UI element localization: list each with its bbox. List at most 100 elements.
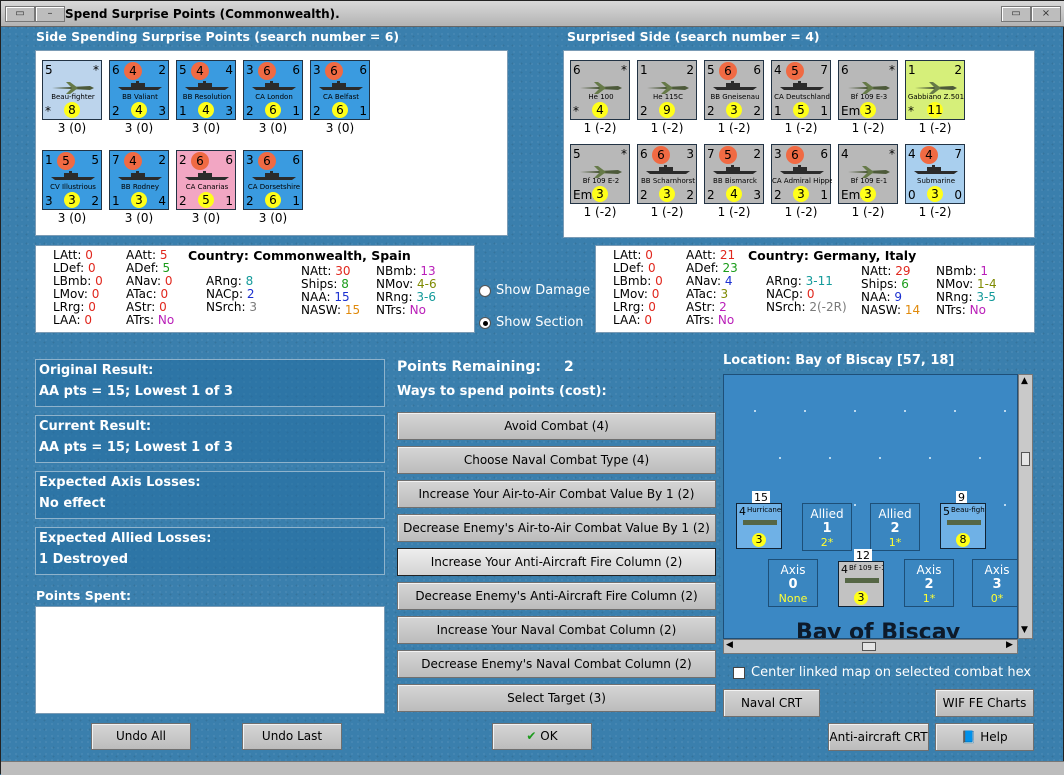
show-section-radio[interactable]: [479, 317, 491, 329]
unit-top-right: 2: [686, 63, 694, 77]
center-linked-checkbox[interactable]: [733, 667, 745, 679]
spend-option-button[interactable]: Increase Your Anti-Aircraft Fire Column …: [397, 548, 716, 576]
window-menu-icon[interactable]: ▭: [5, 6, 35, 22]
hex-sub: None: [778, 592, 808, 605]
restore-icon[interactable]: ▭: [1001, 6, 1031, 22]
unit-top-right: 2: [158, 63, 166, 77]
scroll-left-arrow-icon[interactable]: ◀: [726, 640, 733, 650]
stat-label: NRng:: [936, 290, 977, 304]
unit-top-left: 4: [774, 63, 782, 77]
unit-factor-circle: 4: [198, 102, 214, 118]
unit-top-right: 5: [91, 153, 99, 167]
result-box: Expected Allied Losses:1 Destroyed: [35, 527, 385, 575]
aa-crt-button[interactable]: Anti-aircraft CRT: [828, 723, 929, 751]
scroll-down-arrow-icon[interactable]: ▼: [1021, 625, 1028, 635]
unit-top-right: 3: [686, 147, 694, 161]
spend-option-button[interactable]: Decrease Enemy's Anti-Aircraft Fire Colu…: [397, 582, 716, 610]
unit-bottom-left: *: [908, 104, 914, 118]
stat-value: 0: [159, 300, 167, 314]
show-damage-radio[interactable]: [479, 285, 491, 297]
ok-label: OK: [540, 729, 558, 743]
undo-last-button[interactable]: Undo Last: [242, 723, 342, 750]
spend-option-button[interactable]: Select Target (3): [397, 684, 716, 712]
scroll-right-arrow-icon[interactable]: ▶: [1006, 640, 1013, 650]
stat-label: NTrs:: [936, 303, 970, 317]
unit-top-left: 6: [841, 63, 849, 77]
stat-value: 3-5: [976, 290, 997, 304]
unit-top-right: 2: [954, 63, 962, 77]
spend-option-button[interactable]: Increase Your Air-to-Air Combat Value By…: [397, 480, 716, 508]
unit-top-left: 1: [45, 153, 53, 167]
unit-factor-circle: 4: [726, 186, 742, 202]
stat-row: NMov: 1-4: [936, 277, 997, 291]
naval-crt-button[interactable]: Naval CRT: [723, 689, 820, 717]
map-hscrollbar[interactable]: ◀ ▶: [723, 639, 1018, 654]
ship-silhouette-icon: [117, 171, 163, 181]
unit-name: Gabbiano Z.501: [907, 93, 965, 101]
left-unit-caption: 3 (0): [325, 121, 355, 135]
sea-dot: [929, 457, 931, 459]
stat-label: AStr:: [686, 300, 720, 314]
right-unit-counter[interactable]: 6*He 100*4: [570, 60, 630, 120]
spend-option-button[interactable]: Avoid Combat (4): [397, 412, 716, 440]
unit-name: CA Canarias: [185, 183, 229, 191]
close-icon[interactable]: ×: [1031, 6, 1061, 22]
unit-top-right: *: [889, 63, 895, 77]
spend-option-button[interactable]: Decrease Enemy's Naval Combat Column (2): [397, 650, 716, 678]
spend-option-button[interactable]: Decrease Enemy's Air-to-Air Combat Value…: [397, 514, 716, 542]
spend-option-button[interactable]: Increase Your Naval Combat Column (2): [397, 616, 716, 644]
stat-label: LDef:: [613, 261, 648, 275]
right-unit-caption: 1 (-2): [851, 205, 885, 219]
scroll-up-arrow-icon[interactable]: ▲: [1021, 376, 1028, 386]
scroll-thumb[interactable]: [1021, 452, 1030, 466]
stat-value: 4: [724, 274, 733, 288]
spend-option-button[interactable]: Choose Naval Combat Type (4): [397, 446, 716, 474]
wif-charts-button[interactable]: WIF FE Charts: [935, 689, 1034, 717]
map-vscrollbar[interactable]: ▲ ▼: [1018, 374, 1033, 639]
left-unit-counter[interactable]: 5*Beau-fighter*8: [42, 60, 102, 120]
help-button[interactable]: 📘 Help: [935, 723, 1034, 751]
result-heading: Current Result:: [39, 419, 152, 434]
unit-top-left: 6: [573, 63, 581, 77]
unit-bottom-right: 2: [91, 194, 99, 208]
undo-all-button[interactable]: Undo All: [91, 723, 191, 750]
unit-top-right: 6: [292, 153, 300, 167]
minimize-icon[interactable]: –: [35, 6, 65, 22]
stat-label: NAA:: [861, 290, 895, 304]
stat-value: 30: [335, 264, 351, 278]
ok-button[interactable]: ✔ OK: [492, 723, 592, 750]
unit-name: Submarine: [917, 177, 955, 185]
h-scroll-thumb[interactable]: [862, 642, 876, 651]
stat-value: 8: [245, 274, 254, 288]
stat-label: NRng:: [376, 290, 417, 304]
